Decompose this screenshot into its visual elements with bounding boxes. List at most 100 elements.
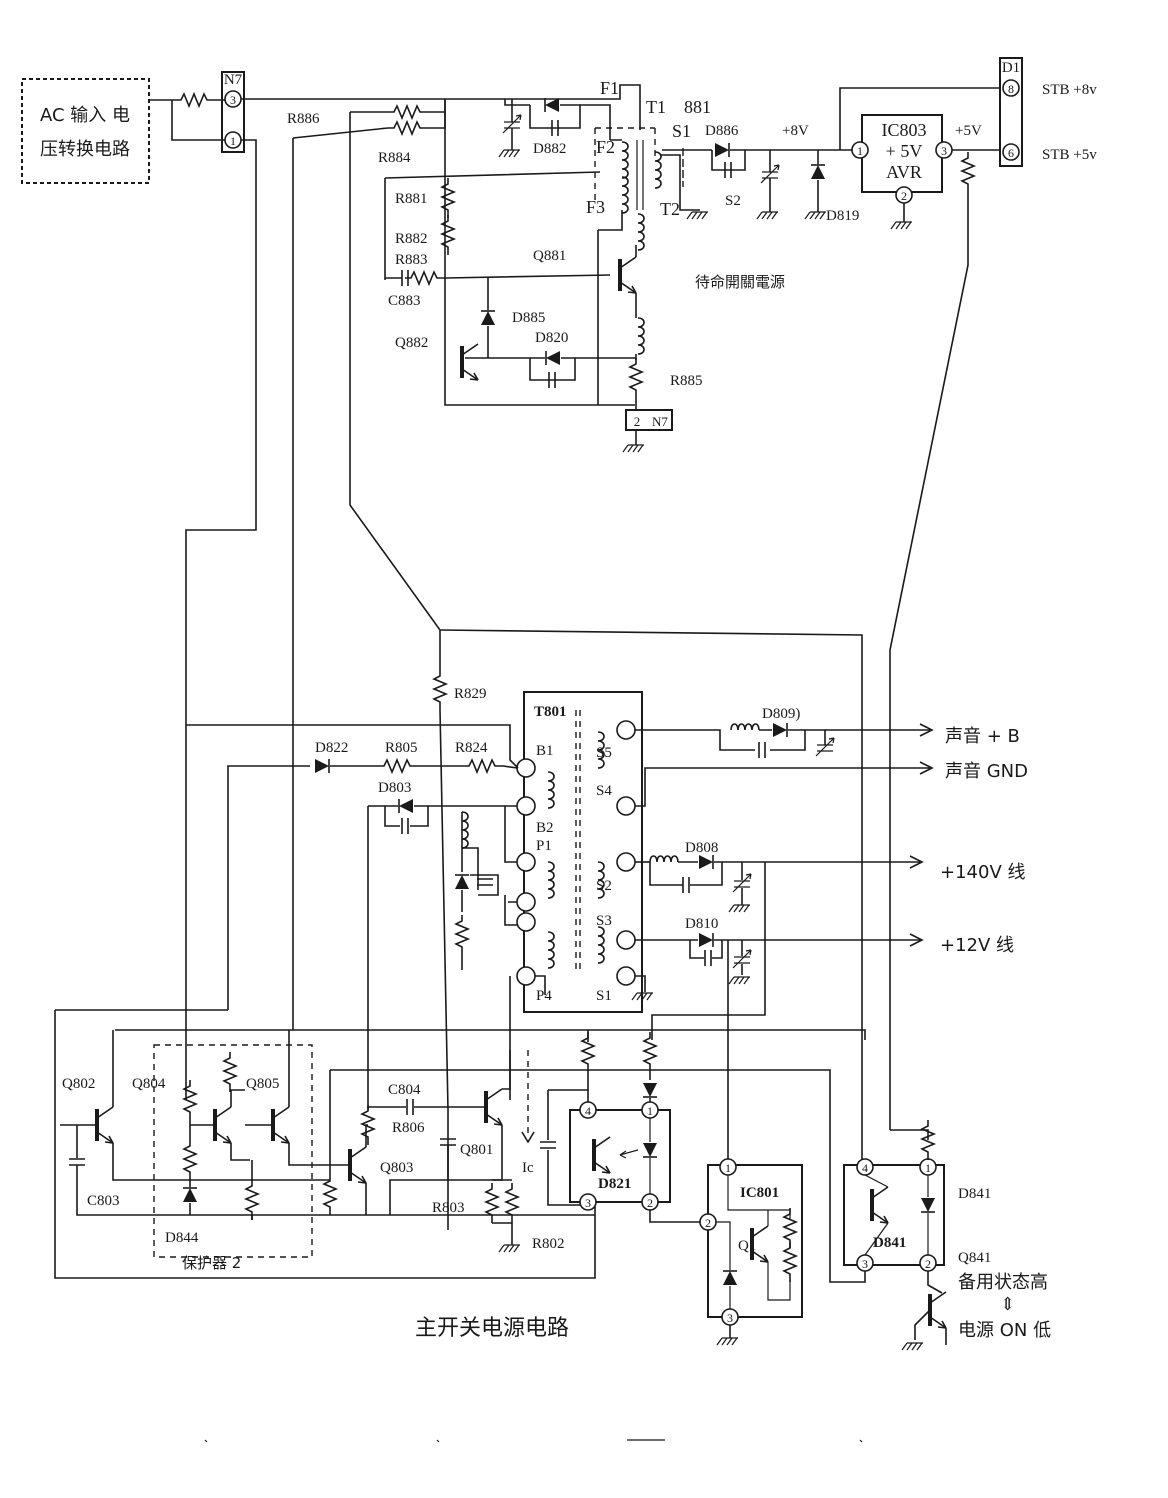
t801-pin-p4	[516, 966, 536, 986]
label-q841: Q841	[958, 1250, 991, 1266]
ground-r802	[498, 1244, 521, 1253]
d1-pin8: 8	[1008, 82, 1014, 96]
label-s1-standby: S1	[672, 121, 691, 141]
d841-pin1: 1	[925, 1161, 931, 1175]
label-q805: Q805	[246, 1076, 279, 1092]
d821-label: D821	[598, 1176, 631, 1192]
output-audio-b: 声音 + B	[945, 726, 1020, 747]
ground-ic801	[716, 1337, 739, 1346]
label-d882: D882	[533, 141, 566, 157]
optocoupler-d841	[843, 1164, 945, 1266]
standby-title: 待命開關電源	[695, 273, 785, 291]
transistor-q805	[271, 1105, 291, 1145]
label-q801: Q801	[460, 1142, 493, 1158]
resistor-r884	[387, 121, 429, 135]
t801-pin-p2	[516, 892, 536, 912]
n7b-pin2-label: 2	[634, 414, 641, 429]
label-r829: R829	[454, 686, 487, 702]
ic803-pin1: 1	[857, 144, 863, 158]
resistor-5v-sense	[961, 151, 975, 193]
ic801-box	[707, 1164, 803, 1318]
cap-c803	[68, 1158, 86, 1166]
t801-pin-p1	[516, 852, 536, 872]
resistor-d821-b	[643, 1031, 657, 1073]
diode-d810	[698, 932, 714, 948]
transistor-q801	[484, 1087, 504, 1127]
ac-converter-block	[21, 78, 150, 184]
cap-d809	[758, 741, 766, 759]
label-f3: F3	[586, 197, 605, 217]
d841-pin3: 3	[862, 1257, 868, 1271]
t801-pin-s2	[616, 852, 636, 872]
ic803-pin2: 2	[901, 189, 907, 203]
main-circuit-title: 主开关电源电路	[415, 1316, 569, 1341]
label-s2: S2	[596, 878, 612, 894]
d841-label: D841	[873, 1235, 906, 1251]
diode-d882	[544, 97, 560, 113]
t801-pin-p3	[516, 912, 536, 932]
n7-pin1-label: 1	[230, 134, 236, 148]
resistor-r805	[377, 759, 419, 773]
resistor-r886	[387, 105, 429, 119]
label-r885: R885	[670, 373, 703, 389]
label-p4: P4	[536, 988, 552, 1004]
connector-n7-top	[221, 71, 245, 153]
output-audio-gnd: 声音 GND	[945, 761, 1028, 782]
connector-n7-top-label: N7	[224, 72, 243, 88]
resistor-r883	[404, 271, 446, 285]
ground-t1	[686, 211, 709, 220]
label-t1: T1	[646, 97, 666, 117]
ic803-pin3: 3	[941, 144, 947, 158]
label-r883: R883	[395, 252, 428, 268]
cap-d808	[682, 876, 690, 894]
ac-converter-line1: AC 输入 电	[40, 105, 130, 126]
diode-snubber	[454, 874, 470, 890]
label-r881: R881	[395, 191, 428, 207]
label-d844: D844	[165, 1230, 199, 1246]
ic801-label: IC801	[740, 1185, 779, 1201]
label-standby-high: 备用状态高	[958, 1272, 1048, 1293]
label-d820: D820	[535, 330, 568, 346]
d841-pin2: 2	[925, 1257, 931, 1271]
t801-pin-s3	[616, 930, 636, 950]
resistor-q803	[323, 1174, 337, 1216]
ic803-box	[861, 114, 943, 193]
transistor-q802	[95, 1105, 115, 1145]
cap-snubber	[476, 878, 494, 886]
label-d822: D822	[315, 740, 348, 756]
d821-pin1: 1	[647, 1104, 653, 1118]
d821-pin3: 3	[585, 1196, 591, 1210]
ic801-pin1: 1	[725, 1161, 731, 1175]
label-plus8v: +8V	[782, 123, 809, 139]
resistor-q805-bottom	[245, 1179, 259, 1221]
t801-pin-s4	[616, 796, 636, 816]
t801-pin-s1	[616, 966, 636, 986]
cap-d821	[539, 1141, 557, 1149]
ic803-value: + 5V	[886, 141, 923, 161]
transistor-q881	[618, 255, 638, 295]
label-c803: C803	[87, 1193, 120, 1209]
transistor-q882	[460, 342, 480, 382]
resistor-q804-bottom	[183, 1139, 197, 1181]
resistor-r885	[629, 357, 643, 399]
coil-t1-secondary	[654, 151, 662, 189]
ground-1	[498, 149, 521, 158]
cap-d803	[401, 817, 409, 835]
diode-d819	[810, 164, 826, 180]
label-c883: C883	[388, 293, 421, 309]
ic801-pin2: 2	[705, 1216, 711, 1230]
diode-d809	[772, 722, 788, 738]
output-stb-5v: STB +5v	[1042, 147, 1097, 163]
d821-pin4: 4	[585, 1104, 591, 1118]
cap-c804	[406, 1098, 414, 1116]
label-q803: Q803	[380, 1160, 413, 1176]
label-r882: R882	[395, 231, 428, 247]
ic803-label: IC803	[882, 120, 927, 140]
ground-q841	[901, 1342, 924, 1351]
d1-pin6: 6	[1008, 146, 1014, 160]
resistor-r881	[441, 177, 455, 219]
label-plus5v: +5V	[955, 123, 982, 139]
diode-d803	[398, 798, 414, 814]
label-d886: D886	[705, 123, 739, 139]
